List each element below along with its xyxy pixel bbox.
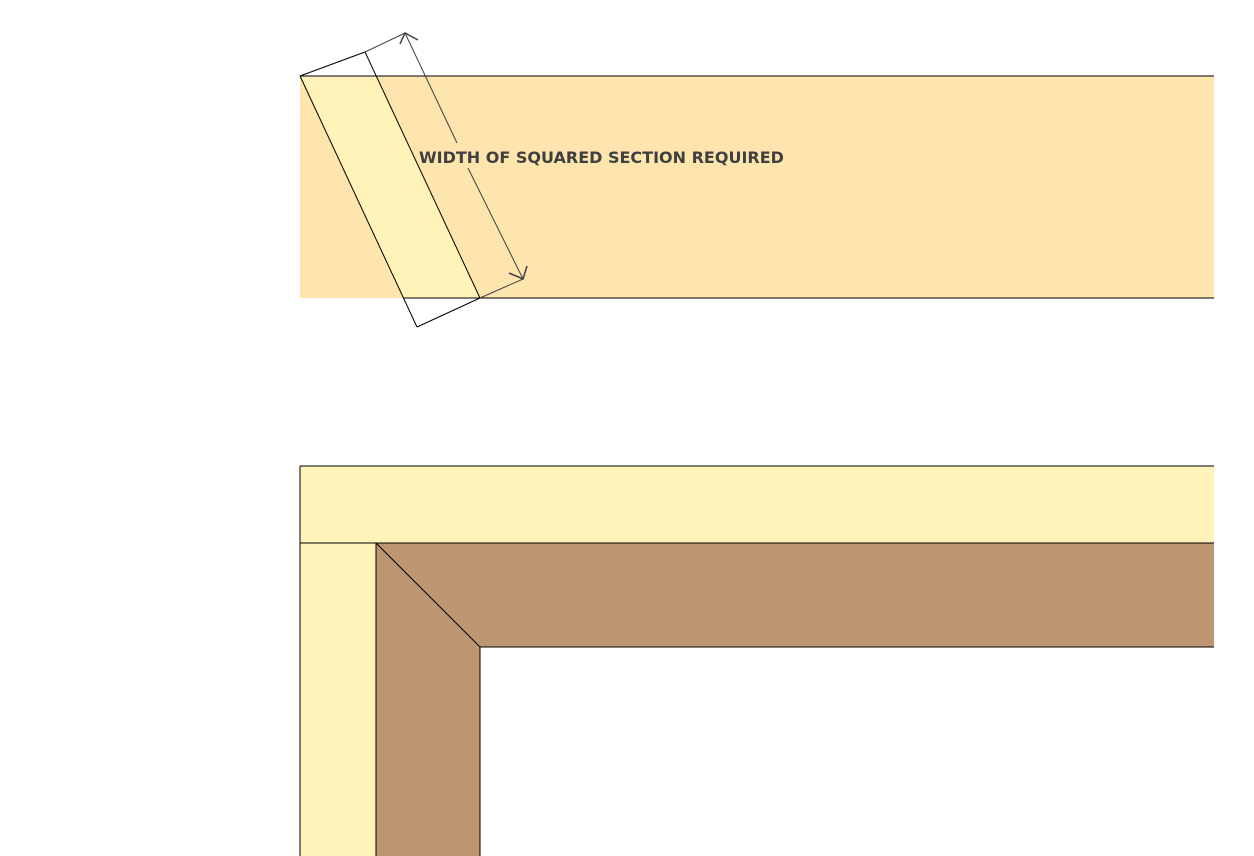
frame-corner-figure (299, 465, 1214, 856)
frame-moulding (376, 543, 1214, 856)
dimension-label: WIDTH OF SQUARED SECTION REQUIRED (419, 148, 784, 167)
angled-cut-figure: WIDTH OF SQUARED SECTION REQUIRED (299, 31, 1214, 328)
arrowhead-icon (399, 31, 528, 281)
squared-section (300, 76, 480, 298)
squared-outline (299, 51, 481, 328)
frame-outline (299, 465, 1214, 856)
mitre-joint-line (375, 542, 481, 648)
dimension-line (364, 32, 524, 299)
top-squared-band (300, 466, 1214, 543)
left-squared-band (300, 543, 376, 856)
